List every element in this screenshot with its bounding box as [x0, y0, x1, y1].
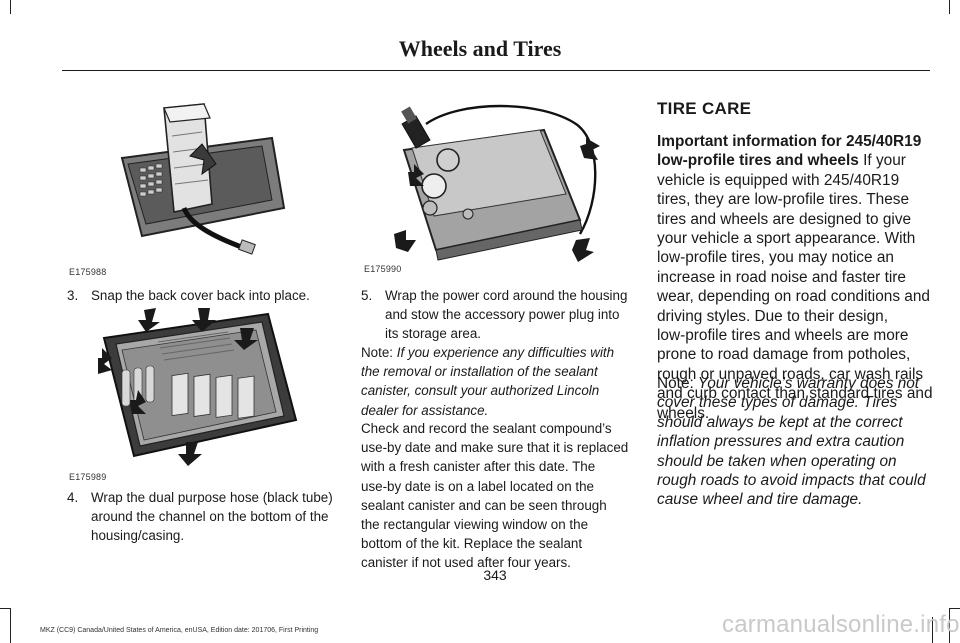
page-number: 343 — [483, 567, 507, 583]
step-number: 5. — [361, 288, 373, 303]
note-line: should always be kept at the correct — [657, 413, 903, 431]
step-4: 4. Wrap the dual purpose hose (black tub… — [67, 488, 357, 548]
crop-mark-bottom-left-h — [0, 608, 11, 609]
note-line: dealer for assistance. — [361, 402, 489, 418]
step-line: around the channel on the bottom of the — [91, 509, 329, 525]
figure-back-cover — [98, 308, 298, 466]
crop-mark-top-right — [949, 0, 950, 14]
tire-info-line: prone to road damage from potholes, — [657, 346, 911, 364]
paragraph-line: canister if not used after four years. — [361, 555, 571, 571]
paragraph-line: sealant canister and can be seen through — [361, 497, 607, 513]
crop-mark-bottom-right-h — [949, 608, 960, 609]
paragraph-line: with a fresh canister after this date. T… — [361, 459, 596, 475]
figure-code: E175989 — [69, 472, 107, 482]
note-line: cover these types of damage. Tires — [657, 394, 898, 412]
tire-info-bold-line: low-profile tires and wheels — [657, 152, 859, 170]
header-rule — [62, 70, 930, 71]
note-line: cause wheel and tire damage. — [657, 491, 863, 509]
tire-info-line: If your — [858, 152, 906, 170]
watermark: carmanualsonline.info — [722, 611, 960, 638]
tire-info-line: and curb contact than standard tires and — [657, 385, 933, 403]
step-line: housing/casing. — [91, 528, 185, 544]
paragraph-line: use-by date is on a label located on the — [361, 478, 595, 494]
paragraph-line: Check and record the sealant compound’s — [361, 421, 612, 436]
paragraph-line: use-by date and make sure that it is rep… — [361, 440, 629, 456]
step-text: Wrap the dual purpose hose (black tube) … — [91, 488, 333, 546]
tire-info-line: tires, they are low-profile tires. These — [657, 191, 910, 209]
crop-mark-bottom-right — [949, 608, 950, 643]
figure-code: E175988 — [69, 267, 107, 277]
step-line: and stow the accessory power plug into — [385, 307, 620, 323]
tire-info-line: tires and wheels are designed to give — [657, 210, 912, 228]
tire-info-line: low-profile tires and wheels are more — [657, 327, 909, 345]
tire-info-line: driving styles. Due to their design, — [657, 307, 888, 325]
crop-mark-bottom-left — [10, 608, 11, 643]
step-5: 5. Wrap the power cord around the housin… — [361, 286, 651, 346]
figure-power-cord — [394, 104, 600, 262]
note-label: Note: — [657, 375, 694, 392]
tire-info-line: your vehicle a sport appearance. With — [657, 230, 916, 248]
paragraph-line: the rectangular viewing window on the — [361, 517, 589, 533]
step-number: 4. — [67, 490, 79, 505]
note-line: the removal or installation of the seala… — [361, 364, 598, 380]
tire-info-line: low-profile tires, you may notice an — [657, 249, 894, 267]
footer-edition-info: MKZ (CC9) Canada/United States of Americ… — [40, 627, 319, 634]
note-line: should be taken when operating on — [657, 452, 897, 470]
step-line: Wrap the dual purpose hose (black tube) — [91, 490, 333, 505]
tire-info-paragraph: Important information for 245/40R19 low-… — [657, 132, 933, 423]
note-warranty: Note: Your vehicle’s warranty does not c… — [657, 374, 927, 510]
step-text: Snap the back cover back into place. — [91, 288, 310, 303]
tire-info-line: rough or unpaved roads, car wash rails — [657, 365, 924, 383]
tire-info-line: vehicle is equipped with 245/40R19 — [657, 171, 900, 189]
tire-info-line: wear, depending on road conditions and — [657, 288, 930, 306]
step-line: its storage area. — [385, 326, 482, 342]
section-heading: TIRE CARE — [657, 99, 752, 118]
step-3: 3. Snap the back cover back into place. — [67, 286, 337, 306]
crop-mark-footer-line — [932, 617, 933, 643]
tire-info-line: increase in road noise and faster tire — [657, 268, 906, 286]
tire-info-bold-line: Important information for 245/40R19 — [657, 133, 922, 150]
paragraph-use-by-date: Check and record the sealant compound’s … — [361, 419, 628, 573]
note-line: canister, consult your authorized Lincol… — [361, 383, 600, 399]
crop-mark-top-left — [10, 0, 11, 14]
figure-code: E175990 — [364, 264, 402, 274]
step-line: Wrap the power cord around the housing — [385, 288, 628, 303]
step-number: 3. — [67, 288, 79, 303]
note-label: Note: — [361, 345, 394, 360]
page-title: Wheels and Tires — [398, 36, 562, 61]
figure-canister-hose — [120, 103, 286, 255]
tire-info-line: wheels. — [657, 404, 710, 422]
note-line: Your vehicle’s warranty does not — [693, 375, 920, 392]
note-line: If you experience any difficulties with — [396, 345, 615, 360]
note-line: rough roads to avoid impacts that could — [657, 472, 926, 490]
paragraph-line: bottom of the kit. Replace the sealant — [361, 536, 583, 552]
note-sealant: Note: If you experience any difficulties… — [361, 343, 614, 420]
note-line: inflation pressures and extra caution — [657, 433, 905, 451]
step-text: Wrap the power cord around the housing a… — [385, 286, 627, 344]
